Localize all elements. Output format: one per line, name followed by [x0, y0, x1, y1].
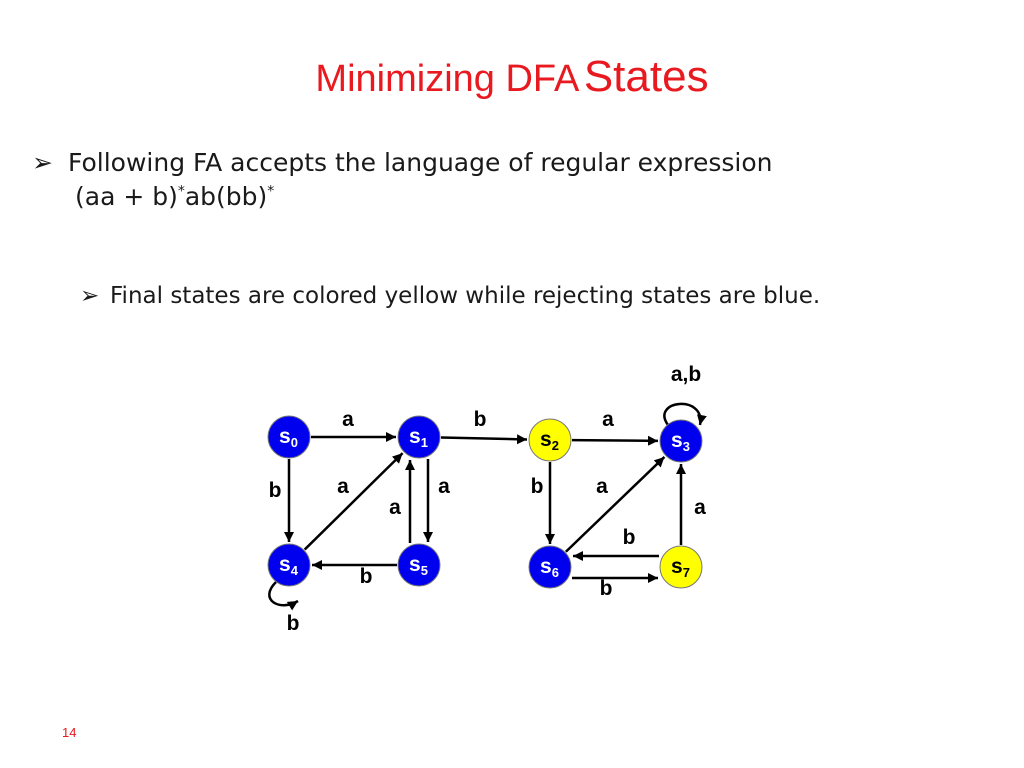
transition-s2-to-s3-arrow — [571, 435, 659, 446]
state-s3: s3 — [659, 419, 703, 463]
bullet-2: ➢ Final states are colored yellow while r… — [80, 281, 820, 311]
state-s4-circle — [267, 543, 311, 587]
state-s1-circle — [397, 415, 441, 459]
state-s7-letter: s — [671, 555, 683, 578]
state-s2-subscript: 2 — [552, 438, 559, 453]
kleene-star-1: * — [177, 183, 185, 200]
state-s4-label: s4 — [279, 553, 299, 578]
transition-s7-to-s6-label: b — [623, 526, 636, 549]
bullet-1: ➢ Following FA accepts the language of re… — [32, 146, 773, 214]
transition-s5-to-s1-label: a — [389, 496, 401, 519]
state-s5-subscript: 5 — [421, 563, 428, 578]
state-s1-letter: s — [409, 425, 421, 448]
state-s3-label: s3 — [671, 429, 690, 454]
transition-s3-to-s3-loop — [663, 402, 707, 426]
state-s2-letter: s — [540, 428, 552, 451]
transition-labels: a b b a a a b b a b a a b b a,b — [269, 363, 707, 635]
state-s0-letter: s — [279, 425, 291, 448]
bullet-1-text: Following FA accepts the language of reg… — [68, 148, 773, 177]
transition-s6-to-s7-label: b — [600, 577, 613, 600]
state-s5: s5 — [397, 543, 441, 587]
bullet-2-text: Final states are colored yellow while re… — [110, 283, 821, 309]
state-s3-letter: s — [671, 429, 683, 452]
transition-s1-to-s2-label: b — [474, 408, 487, 431]
transition-s2-to-s6-label: b — [531, 475, 544, 498]
transition-s5-to-s4-label: b — [360, 565, 373, 588]
arrow-bullet-icon: ➢ — [80, 283, 100, 309]
kleene-star-2: * — [267, 183, 275, 200]
state-s4: s4 — [267, 543, 311, 587]
state-s1: s1 — [397, 415, 441, 459]
title-part-2: States — [583, 52, 709, 101]
transition-s1-to-s2-arrow — [440, 434, 528, 445]
transition-s4-to-s1-label: a — [337, 475, 349, 498]
transition-s7-to-s3-label: a — [694, 496, 706, 519]
transition-s4-to-s1-arrow — [303, 452, 404, 551]
state-s0-subscript: 0 — [291, 435, 298, 450]
state-s1-subscript: 1 — [421, 435, 428, 450]
state-s2: s2 — [528, 418, 572, 462]
state-s2-circle — [528, 418, 572, 462]
regex-expression: (aa + b)*ab(bb)* — [32, 180, 773, 214]
transition-s3-to-s3-label: a,b — [671, 363, 701, 386]
transition-s4-to-s4-label: b — [287, 612, 300, 635]
state-s5-letter: s — [409, 553, 421, 576]
transition-s4-to-s4-loop — [268, 581, 299, 611]
title-part-1: Minimizing DFA — [315, 58, 580, 100]
state-s3-circle — [659, 419, 703, 463]
state-s3-subscript: 3 — [683, 439, 690, 454]
transition-s1-to-s5-label: a — [438, 475, 450, 498]
state-s4-letter: s — [279, 553, 291, 576]
state-s6-letter: s — [540, 555, 552, 578]
transitions — [268, 402, 707, 611]
state-s4-subscript: 4 — [291, 563, 299, 578]
state-s0: s0 — [267, 415, 311, 459]
state-s6-label: s6 — [540, 555, 559, 580]
state-s5-label: s5 — [409, 553, 428, 578]
state-s0-circle — [267, 415, 311, 459]
slide-title: Minimizing DFA States — [0, 52, 1024, 102]
state-s5-circle — [397, 543, 441, 587]
transition-s6-to-s3-label: a — [596, 475, 608, 498]
arrow-bullet-icon: ➢ — [32, 148, 53, 177]
state-s2-label: s2 — [540, 428, 559, 453]
state-s7: s7 — [659, 545, 703, 589]
page-number: 14 — [62, 725, 77, 740]
regex-part-2: ab(bb) — [184, 182, 268, 211]
state-s0-label: s0 — [279, 425, 298, 450]
state-s6-circle — [528, 545, 572, 589]
regex-part-1: (aa + b) — [75, 182, 178, 211]
state-s7-subscript: 7 — [683, 565, 690, 580]
state-s6: s6 — [528, 545, 572, 589]
state-s1-label: s1 — [409, 425, 428, 450]
state-s6-subscript: 6 — [552, 565, 559, 580]
transition-s0-to-s4-label: b — [269, 479, 282, 502]
state-s7-circle — [659, 545, 703, 589]
transition-s2-to-s3-label: a — [602, 408, 614, 431]
transition-s0-to-s1-label: a — [342, 408, 354, 431]
state-s7-label: s7 — [671, 555, 690, 580]
transition-s6-to-s3-arrow — [564, 456, 666, 553]
